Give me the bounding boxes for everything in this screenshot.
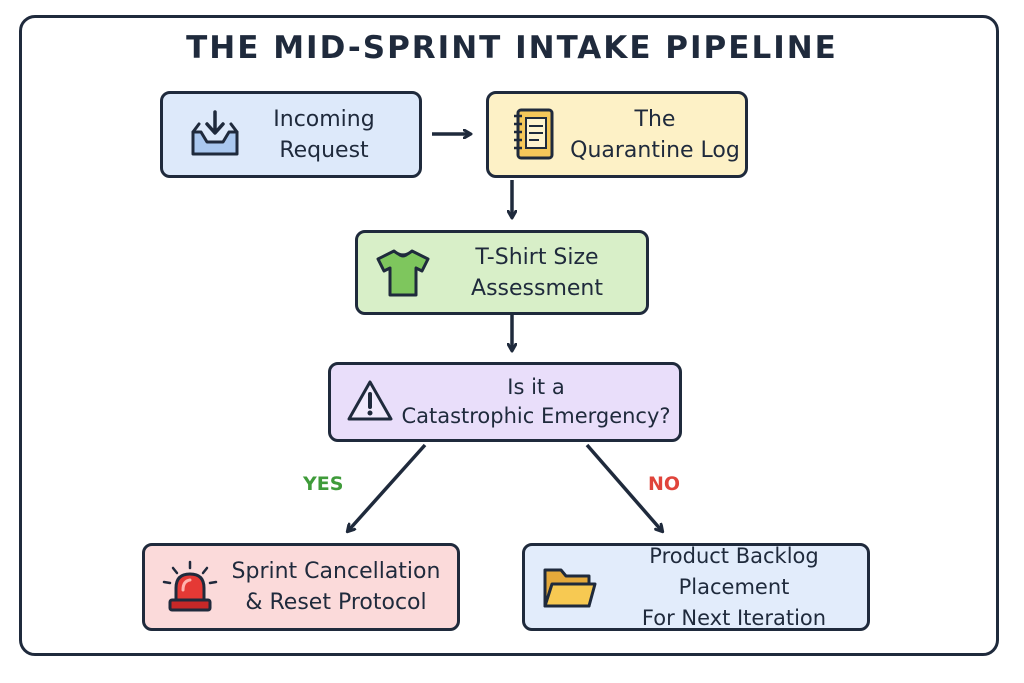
decision-line1: Is it a [507,375,565,399]
notebook-icon [509,106,557,169]
node-tshirt-assessment: T-Shirt Size Assessment [355,230,649,315]
quarantine-line1: The [634,106,676,132]
branch-label-yes: YES [303,473,344,495]
inbox-download-icon [187,108,243,167]
diagram-title: THE MID-SPRINT INTAKE PIPELINE [186,30,838,66]
cancel-line1: Sprint Cancellation [231,559,441,584]
backlog-line2: For Next Iteration [641,605,827,630]
incoming-line1: Incoming [273,106,375,132]
branch-label-no: NO [648,473,681,495]
cancel-line2: & Reset Protocol [245,590,427,615]
backlog-line1: Product Backlog Placement [649,543,819,599]
node-decision-emergency: Is it a Catastrophic Emergency? [328,362,682,442]
node-product-backlog: Product Backlog Placement For Next Itera… [522,543,870,631]
node-quarantine-log: The Quarantine Log [486,91,748,178]
arrow-decision-no [585,443,662,531]
warning-triangle-icon [345,377,395,430]
tshirt-line2: Assessment [471,275,603,301]
node-sprint-cancellation: Sprint Cancellation & Reset Protocol [142,543,460,631]
quarantine-line2: Quarantine Log [570,137,740,163]
alarm-siren-icon [159,560,221,621]
tshirt-icon [374,247,432,304]
decision-line2: Catastrophic Emergency? [401,404,671,428]
arrow-decision-yes [348,443,427,531]
tshirt-line1: T-Shirt Size [475,244,599,270]
incoming-line2: Request [279,137,369,163]
node-incoming-request: Incoming Request [160,91,422,178]
folder-icon [541,562,597,617]
